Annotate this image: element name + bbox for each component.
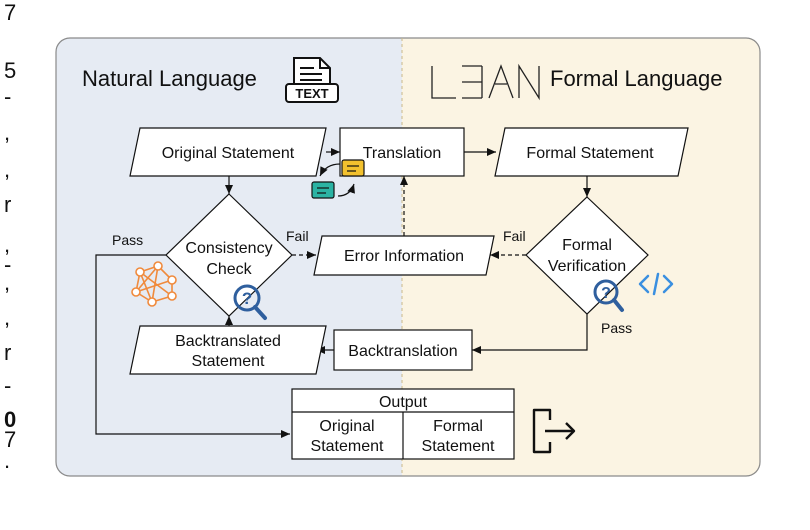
connectors xyxy=(95,148,591,438)
edge-glyph: - xyxy=(4,252,11,277)
page-edge-glyphs: 7 5 - , , r , - , , r - 0 7 . xyxy=(4,0,16,473)
magnifier-question-icon: ? xyxy=(233,284,267,320)
edge-glyph: , xyxy=(4,157,10,182)
fail-label-left: Fail xyxy=(286,228,309,244)
formal-language-title: Formal Language xyxy=(550,66,722,91)
output-formal-line1: Formal xyxy=(433,418,483,435)
backtranslated-statement-node: Backtranslated Statement xyxy=(129,325,327,375)
pass-label-left: Pass xyxy=(112,232,143,248)
edge-glyph: - xyxy=(4,373,11,398)
svg-text:?: ? xyxy=(601,285,611,302)
backtranslated-line1: Backtranslated xyxy=(175,333,281,350)
formal-statement-node: Formal Statement xyxy=(494,127,689,177)
edge-glyph: 5 xyxy=(4,58,16,83)
edge-glyph: 0 xyxy=(4,407,16,432)
edge-glyph: - xyxy=(4,84,11,109)
formal-statement-label: Formal Statement xyxy=(526,145,654,162)
original-statement-node: Original Statement xyxy=(129,127,327,177)
natural-language-title: Natural Language xyxy=(82,66,257,91)
text-icon-label: TEXT xyxy=(295,86,328,101)
edge-glyph: . xyxy=(4,448,10,473)
edge-glyph: , xyxy=(4,270,10,295)
error-information-label: Error Information xyxy=(344,248,464,265)
translation-label: Translation xyxy=(363,145,442,162)
magnifier-question-icon: ? xyxy=(593,279,624,312)
edge-verification-pass xyxy=(472,314,588,354)
backtranslation-label: Backtranslation xyxy=(348,343,457,360)
formal-verification-line2: Verification xyxy=(548,258,626,275)
fail-label-right: Fail xyxy=(503,228,526,244)
lean-logo xyxy=(431,63,540,101)
consistency-check-node: Consistency Check xyxy=(165,193,293,317)
output-table: Output Original Statement Formal Stateme… xyxy=(291,388,515,460)
edge-glyph: r xyxy=(4,340,11,365)
output-original-line2: Statement xyxy=(311,438,384,455)
backtranslated-line2: Statement xyxy=(192,353,265,370)
output-formal-line2: Statement xyxy=(422,438,495,455)
error-information-node: Error Information xyxy=(313,235,495,276)
original-statement-label: Original Statement xyxy=(162,145,295,162)
edge-glyph: r xyxy=(4,192,11,217)
edge-glyph: 7 xyxy=(4,427,16,452)
consistency-check-line2: Check xyxy=(206,261,252,278)
formal-verification-node: Formal Verification xyxy=(525,196,649,315)
edge-glyph: , xyxy=(4,305,10,330)
output-original-line1: Original xyxy=(319,418,374,435)
edge-glyph: , xyxy=(4,232,10,257)
pass-label-right: Pass xyxy=(601,320,632,336)
panel-border xyxy=(55,37,761,477)
svg-text:?: ? xyxy=(242,289,252,308)
consistency-check-line1: Consistency xyxy=(185,240,272,257)
chat-bubbles-icon xyxy=(311,159,365,199)
text-document-icon: TEXT xyxy=(285,57,339,103)
backtranslation-node: Backtranslation xyxy=(333,329,473,371)
exit-arrow-icon xyxy=(532,408,576,454)
edge-consistency-pass xyxy=(95,254,290,438)
edge-glyph: , xyxy=(4,120,10,145)
formal-verification-line1: Formal xyxy=(562,237,612,254)
neural-network-icon xyxy=(131,261,177,307)
edge-glyph: 7 xyxy=(4,0,16,25)
code-brackets-icon xyxy=(638,272,674,296)
output-header: Output xyxy=(379,394,428,411)
